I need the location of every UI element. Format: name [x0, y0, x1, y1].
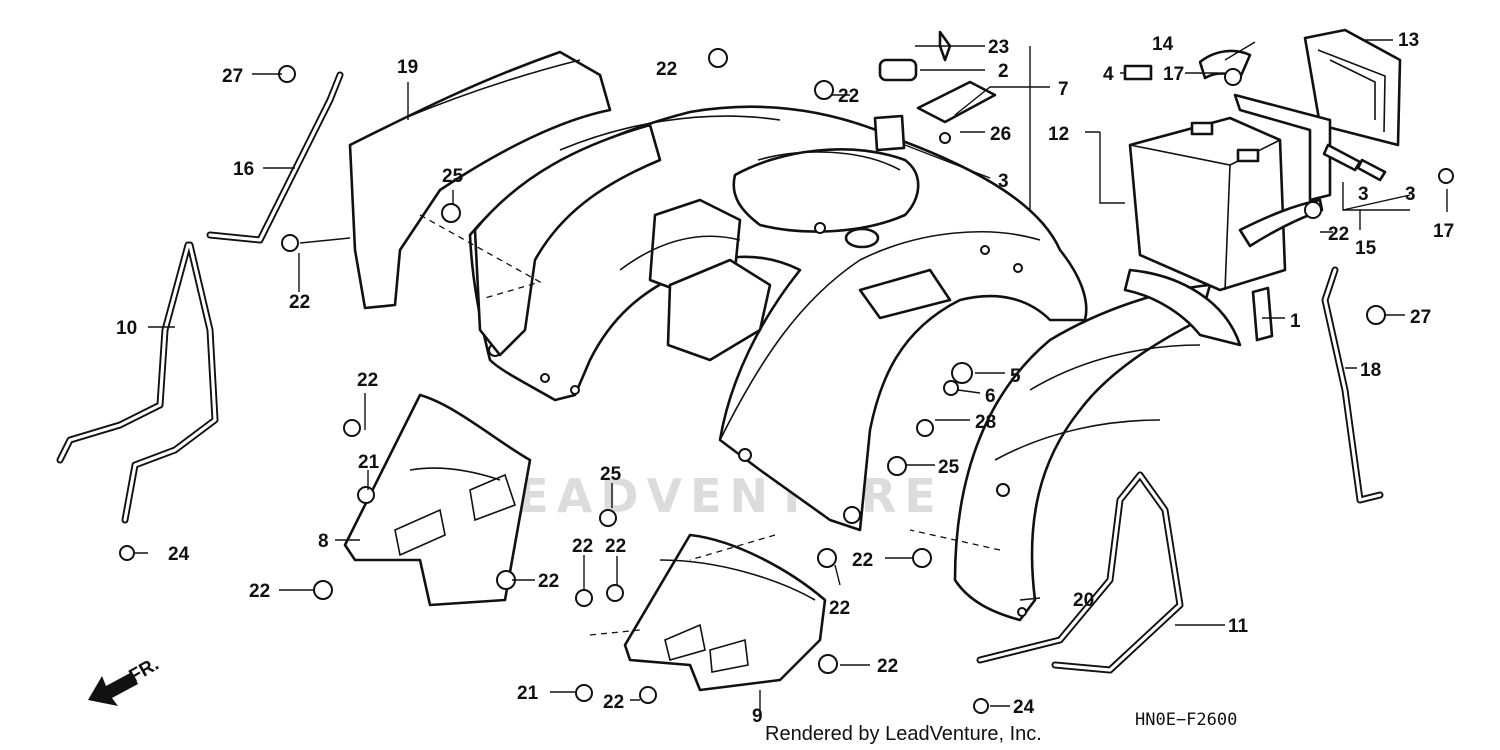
callout-22-f: 22 — [838, 86, 859, 107]
leader-lines — [135, 39, 1448, 710]
callout-24-left: 24 — [168, 544, 190, 565]
callout-4: 4 — [1103, 64, 1114, 85]
callout-24-right: 24 — [1013, 697, 1035, 718]
callout-15: 15 — [1355, 238, 1377, 259]
callout-9: 9 — [752, 706, 763, 727]
callout-numbers: 27 19 16 10 22 22 25 22 22 21 8 22 22 24… — [116, 30, 1454, 727]
callout-17-right: 17 — [1433, 221, 1454, 242]
storage-box — [1128, 116, 1324, 292]
callout-27-left: 27 — [222, 66, 243, 87]
pad-3 — [873, 114, 906, 152]
diagram-code: HN0E−F2600 — [1135, 710, 1237, 730]
callout-18: 18 — [1360, 360, 1381, 381]
callout-1: 1 — [1290, 311, 1301, 332]
seal-strip-3b — [1356, 158, 1387, 182]
callout-8: 8 — [318, 531, 329, 552]
rubber-pad-4 — [1123, 64, 1153, 81]
cushion-2 — [878, 58, 918, 82]
left-inner-fender — [348, 50, 612, 310]
callout-22-l: 22 — [852, 550, 873, 571]
right-fender — [953, 268, 1242, 622]
callout-22-k: 22 — [829, 598, 850, 619]
callout-22-j: 22 — [605, 536, 626, 557]
callout-7: 7 — [1058, 79, 1069, 100]
callout-16: 16 — [233, 159, 254, 180]
callout-13: 13 — [1398, 30, 1419, 51]
mount-holes — [488, 222, 1023, 524]
callout-5: 5 — [1010, 366, 1021, 387]
callout-2: 2 — [998, 61, 1009, 82]
callout-6: 6 — [985, 386, 996, 407]
watermark: LEADVENTURE — [480, 469, 944, 523]
plate-7 — [916, 80, 997, 124]
mud-guard-9 — [623, 533, 827, 692]
front-direction-arrow: FR. — [88, 654, 163, 706]
callout-27-right: 27 — [1410, 307, 1431, 328]
rod-18 — [1321, 266, 1384, 504]
rod-16 — [206, 71, 344, 244]
callout-21-b: 21 — [517, 683, 539, 704]
callout-21-a: 21 — [358, 452, 380, 473]
box-bracket — [1233, 93, 1332, 202]
callout-22-i: 22 — [572, 536, 593, 557]
callout-17-top: 17 — [1163, 64, 1184, 85]
callout-23: 23 — [988, 37, 1009, 58]
storage-box-lid — [1303, 28, 1402, 147]
mud-guard-8 — [343, 393, 532, 607]
callout-10: 10 — [116, 318, 137, 339]
callout-25-c: 25 — [600, 464, 622, 485]
callout-22-c: 22 — [357, 370, 378, 391]
callout-3-b: 3 — [1358, 184, 1369, 205]
callout-22-n: 22 — [603, 692, 624, 713]
callout-12: 12 — [1048, 124, 1069, 145]
callout-22-g: 22 — [1328, 224, 1349, 245]
rear-fender-main — [468, 105, 1088, 532]
callout-19: 19 — [397, 57, 418, 78]
callout-25-b: 25 — [938, 457, 960, 478]
callout-28: 28 — [975, 412, 996, 433]
callout-22-d: 22 — [249, 581, 270, 602]
callout-26: 26 — [990, 124, 1011, 145]
callout-22-e: 22 — [538, 571, 559, 592]
left-fender-flap — [473, 123, 662, 357]
seal-strip-3a — [1322, 143, 1362, 172]
callout-22-a: 22 — [656, 59, 677, 80]
callout-25-a: 25 — [442, 166, 464, 187]
callout-11: 11 — [1228, 616, 1249, 637]
footer-credit: Rendered by LeadVenture, Inc. — [765, 723, 1042, 745]
callout-22-b: 22 — [289, 292, 310, 313]
callout-20: 20 — [1073, 590, 1094, 611]
dashed-guides — [419, 214, 1001, 636]
rod-11 — [976, 471, 1184, 674]
callout-14: 14 — [1152, 34, 1174, 55]
callout-3-c: 3 — [1405, 184, 1416, 205]
rod-10 — [56, 241, 219, 524]
fasteners — [119, 30, 1454, 714]
callout-3-a: 3 — [998, 171, 1009, 192]
callout-22-m: 22 — [877, 656, 898, 677]
